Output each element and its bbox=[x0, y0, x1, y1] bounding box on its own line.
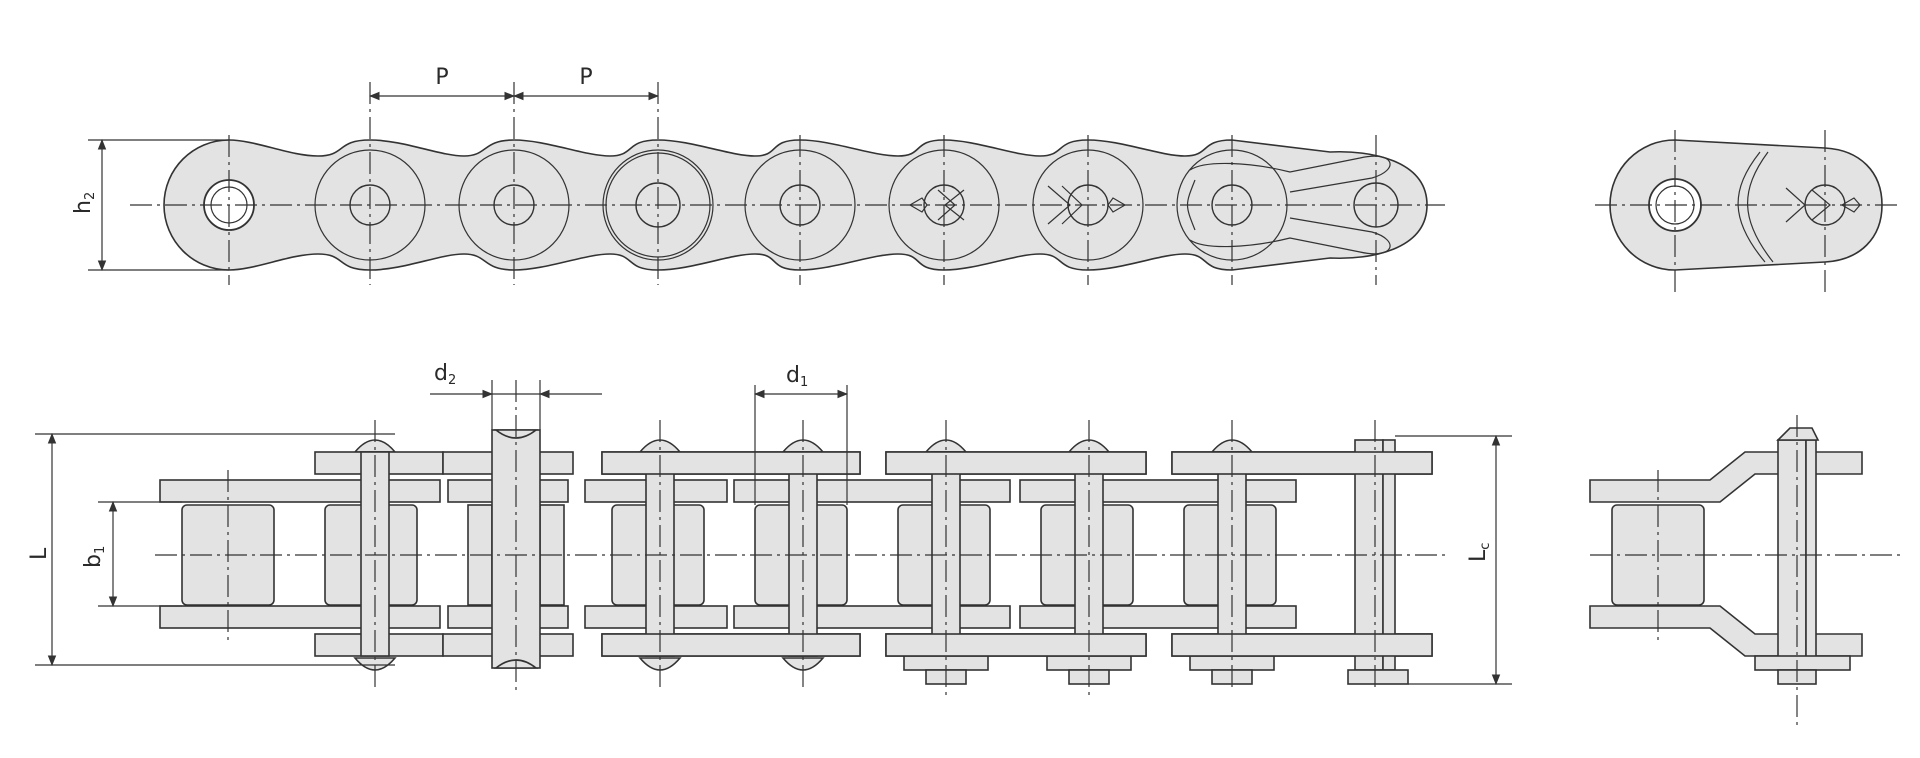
top-view: P P h2 bbox=[71, 65, 1445, 285]
inner-width-label: b1 bbox=[81, 546, 108, 568]
side-view: d2 d1 L b1 Lc bbox=[27, 361, 1512, 700]
outer-plate-overlay bbox=[601, 451, 1433, 657]
connector-top-view bbox=[1595, 130, 1900, 295]
connector-length-label: Lc bbox=[1466, 543, 1493, 562]
overall-length-label: L bbox=[27, 547, 52, 560]
height-label: h2 bbox=[71, 192, 98, 214]
offset-plate-top bbox=[1589, 451, 1863, 503]
offset-plate-bottom bbox=[1589, 605, 1863, 657]
roller-diameter-label: d1 bbox=[786, 363, 808, 390]
pin-tails bbox=[903, 655, 1409, 685]
offset-link-view bbox=[1589, 415, 1900, 725]
pitch-label: P bbox=[579, 65, 592, 90]
pin-diameter-label: d2 bbox=[434, 361, 456, 388]
pitch-label: P bbox=[435, 65, 448, 90]
section-link bbox=[442, 429, 574, 669]
top-spring-clip bbox=[1189, 155, 1391, 255]
